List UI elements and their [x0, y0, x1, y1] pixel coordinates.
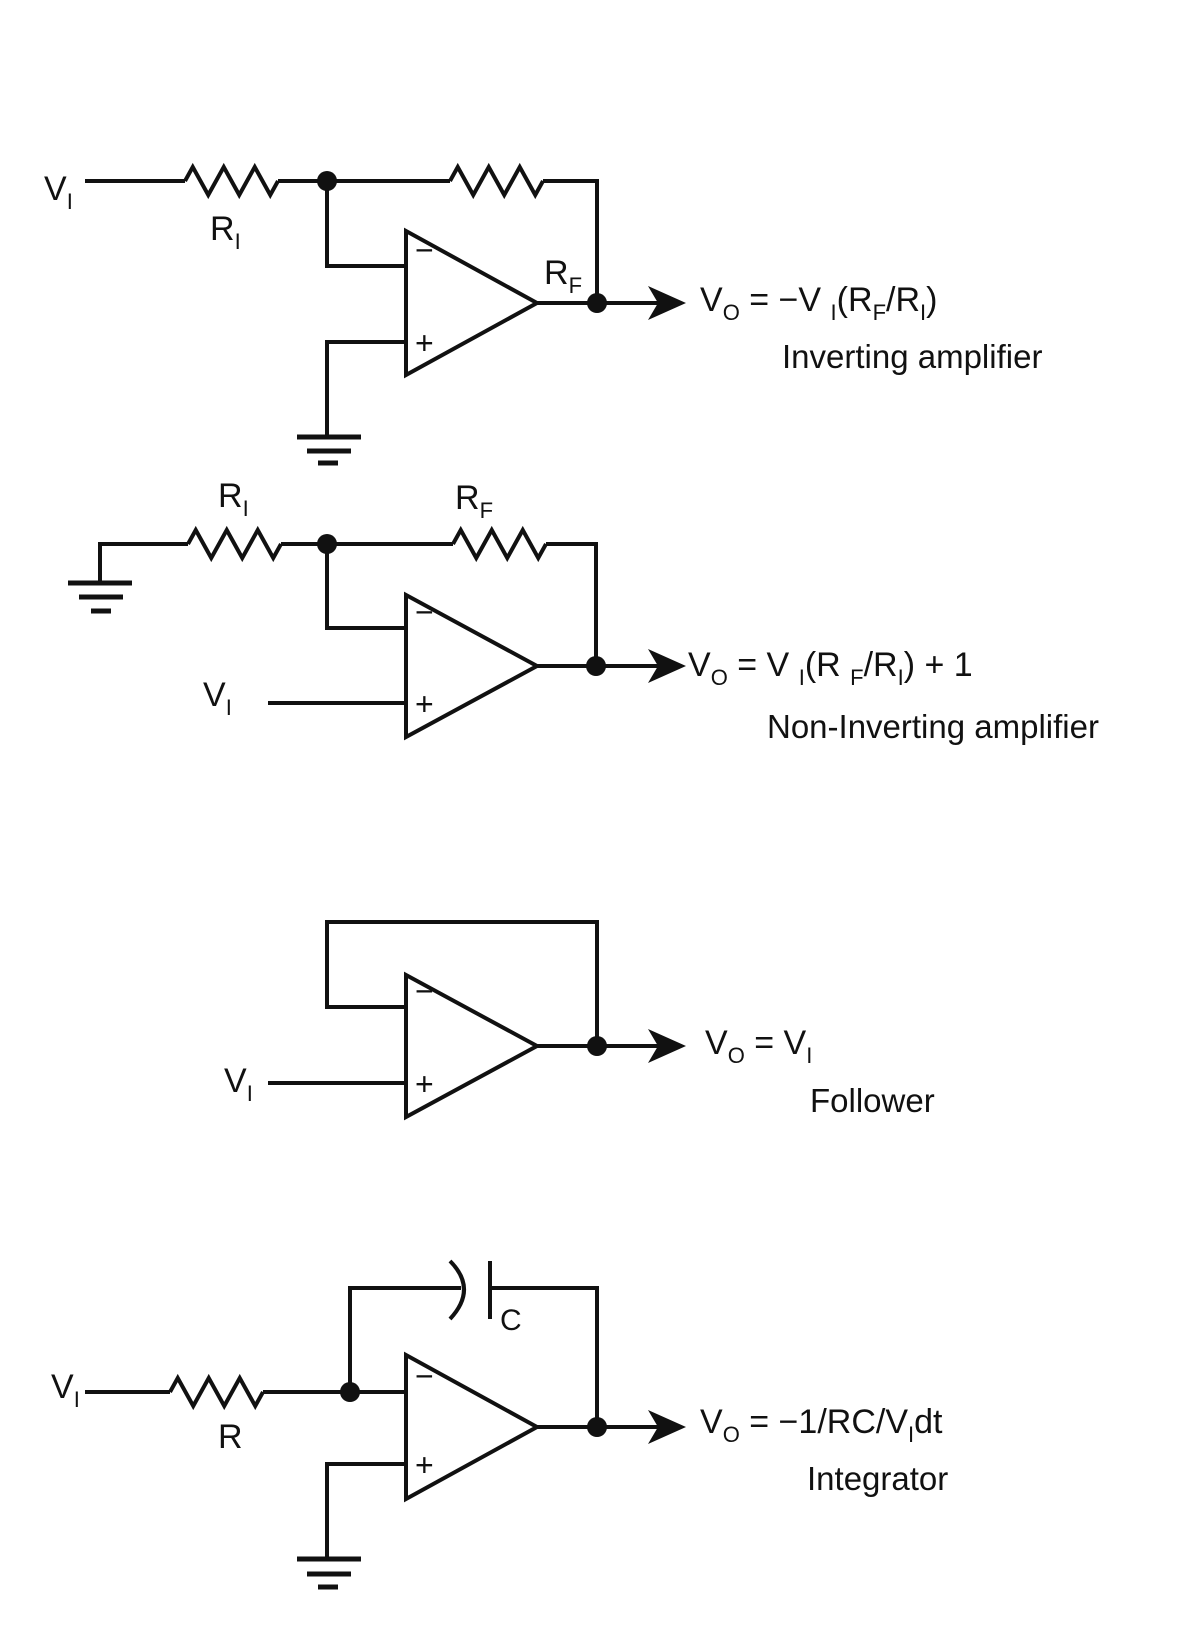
- inverting-input-sign: −: [415, 1358, 434, 1394]
- input-resistor-label: R: [218, 1418, 243, 1456]
- noninverting-input-sign: +: [415, 1447, 434, 1483]
- output-formula: VO = VI: [705, 1024, 812, 1068]
- output-formula: VO = −V I(RF/RI): [700, 281, 937, 325]
- output-arrow: [648, 286, 686, 320]
- output-dot: [587, 293, 607, 313]
- follower-circuit: VI − + VO = VI Follower: [224, 920, 935, 1121]
- inverting-input-sign: −: [415, 232, 434, 268]
- output-dot: [587, 1036, 607, 1056]
- output-dot: [586, 656, 606, 676]
- ground-symbol: [297, 1556, 361, 1590]
- wires: [85, 1286, 662, 1559]
- input-voltage-label: VI: [203, 676, 232, 720]
- ground-symbol: [297, 434, 361, 466]
- inverting-input-sign: −: [415, 973, 434, 1009]
- capacitor: [448, 1259, 492, 1321]
- input-voltage-label: VI: [224, 1062, 253, 1106]
- junction-dot: [317, 171, 337, 191]
- input-resistor-label: RI: [218, 477, 249, 521]
- circuit-name: Inverting amplifier: [782, 338, 1042, 375]
- input-resistor: [183, 162, 280, 200]
- feedback-resistor-label: RF: [455, 479, 493, 523]
- input-resistor-label: RI: [210, 210, 241, 254]
- output-arrow: [648, 649, 686, 683]
- input-resistor: [186, 525, 283, 563]
- non-inverting-amplifier-circuit: RI RF VI − + VO = V I(R F/RI) + 1 Non-In…: [68, 477, 1099, 745]
- output-arrow: [648, 1029, 686, 1063]
- wires: [85, 179, 662, 437]
- feedback-resistor: [451, 525, 548, 563]
- output-dot: [587, 1417, 607, 1437]
- circuit-name: Non-Inverting amplifier: [767, 708, 1099, 745]
- noninverting-input-sign: +: [415, 325, 434, 361]
- opamp-triangle: [404, 591, 542, 741]
- input-voltage-label: VI: [51, 1368, 80, 1412]
- circuit-name: Integrator: [807, 1460, 948, 1497]
- output-formula: VO = −1/RC/VIdt: [700, 1403, 943, 1447]
- ground-symbol: [68, 580, 132, 614]
- noninverting-input-sign: +: [415, 1066, 434, 1102]
- capacitor-label: C: [500, 1304, 522, 1337]
- junction-dot: [340, 1382, 360, 1402]
- output-arrow: [648, 1410, 686, 1444]
- opamp-triangle: [404, 227, 542, 379]
- input-resistor: [168, 1373, 265, 1411]
- noninverting-input-sign: +: [415, 686, 434, 722]
- feedback-resistor-label: RF: [544, 254, 582, 298]
- wires: [98, 542, 662, 705]
- inverting-amplifier-circuit: VI RI RF − + VO = −V I(RF/RI) Inverting …: [44, 162, 1042, 466]
- integrator-circuit: VI R C − + VO = −1/RC/VIdt Integrator: [51, 1259, 948, 1590]
- junction-dot: [317, 534, 337, 554]
- opamp-triangle: [404, 1351, 542, 1503]
- opamp-triangle: [404, 971, 542, 1121]
- circuit-name: Follower: [810, 1082, 935, 1119]
- inverting-input-sign: −: [415, 594, 434, 630]
- output-formula: VO = V I(R F/RI) + 1: [688, 646, 973, 690]
- input-voltage-label: VI: [44, 170, 73, 214]
- feedback-resistor: [448, 162, 545, 200]
